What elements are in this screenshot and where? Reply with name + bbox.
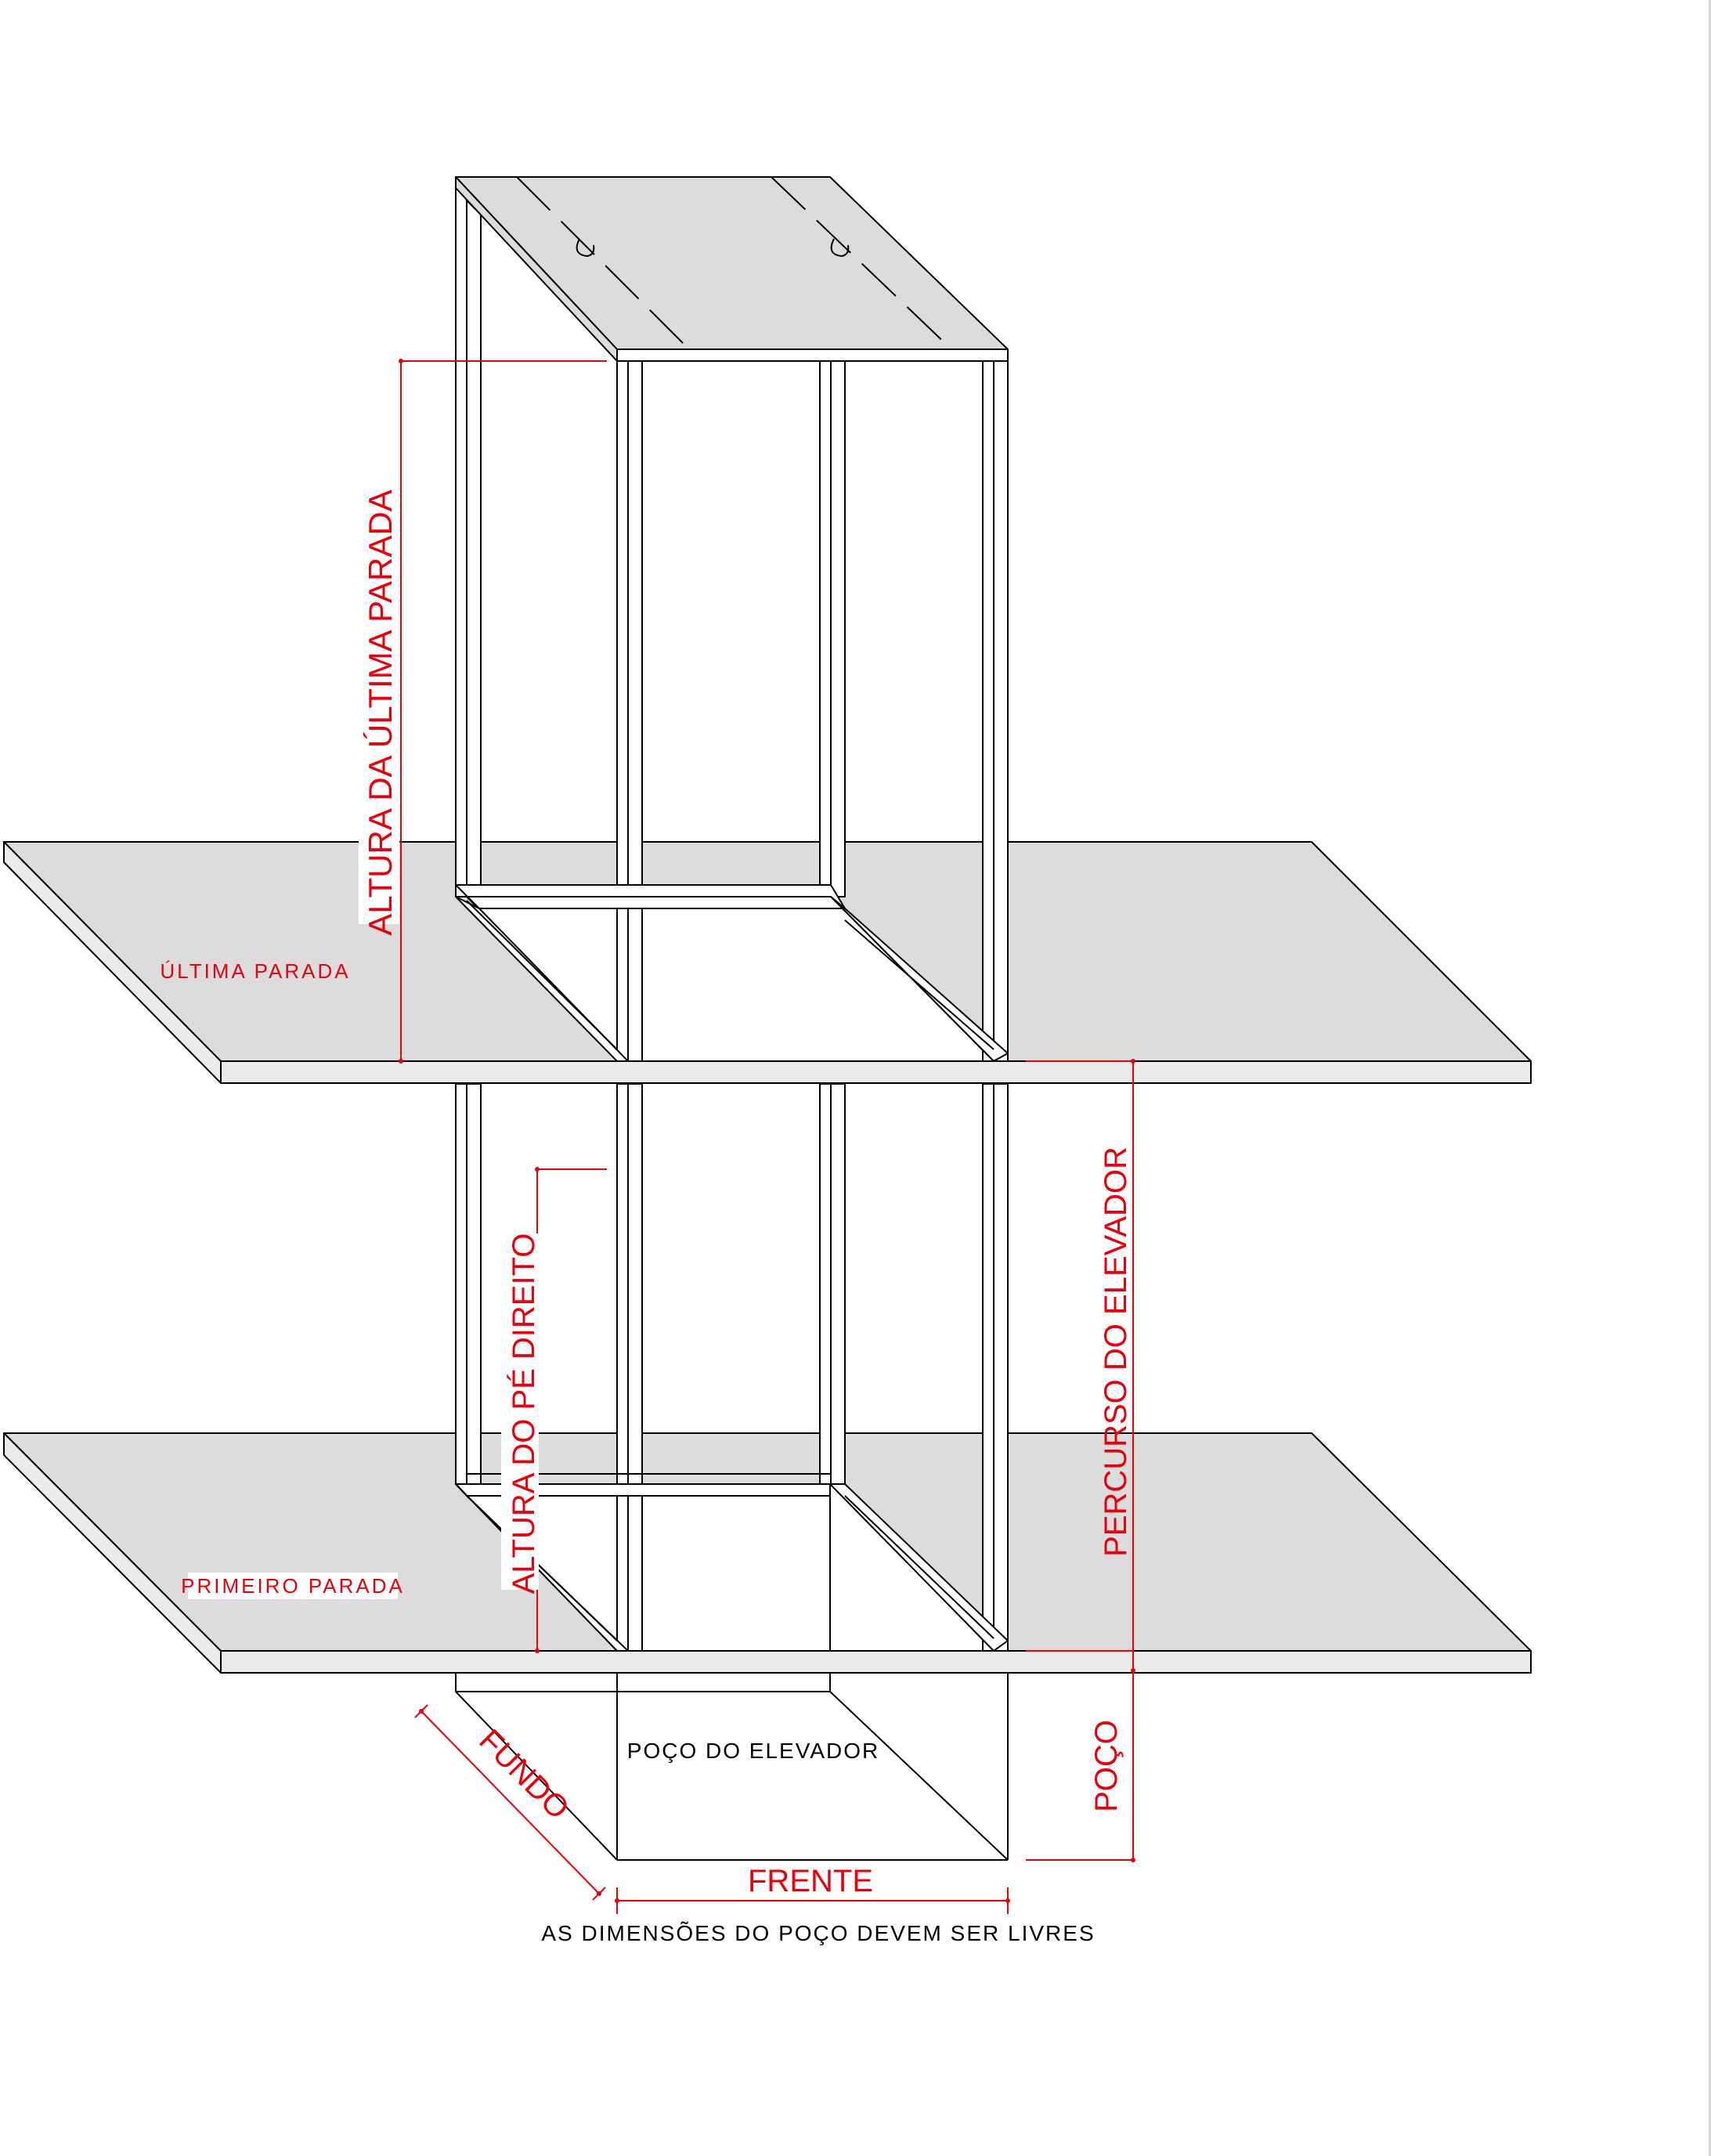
roof-slab	[455, 176, 1009, 362]
primeiro-parada-label: PRIMEIRO PARADA	[181, 1574, 405, 1598]
elevator-pit	[455, 1670, 1009, 1861]
frente-label: FRENTE	[748, 1864, 873, 1898]
percurso-elevador-label: PERCURSO DO ELEVADOR	[1099, 1147, 1133, 1557]
ultima-parada-label: ÚLTIMA PARADA	[160, 959, 350, 983]
first-floor-frame	[455, 1455, 1009, 1652]
fundo-label: FUNDO	[472, 1723, 576, 1826]
upper-columns	[455, 176, 1009, 1062]
top-floor-frame	[455, 884, 1009, 1062]
page-edge-line	[1709, 0, 1711, 2156]
pit-note: AS DIMENSÕES DO POÇO DEVEM SER LIVRES	[541, 1921, 1095, 1945]
altura-pe-direito-label: ALTURA DO PÉ DIREITO	[506, 1233, 541, 1594]
poco-do-elevador-label: POÇO DO ELEVADOR	[627, 1739, 879, 1763]
poco-label: POÇO	[1089, 1720, 1124, 1812]
altura-ultima-parada-label: ALTURA DA ÚLTIMA PARADA	[362, 489, 399, 935]
first-floor-slab	[3, 1432, 1532, 1674]
